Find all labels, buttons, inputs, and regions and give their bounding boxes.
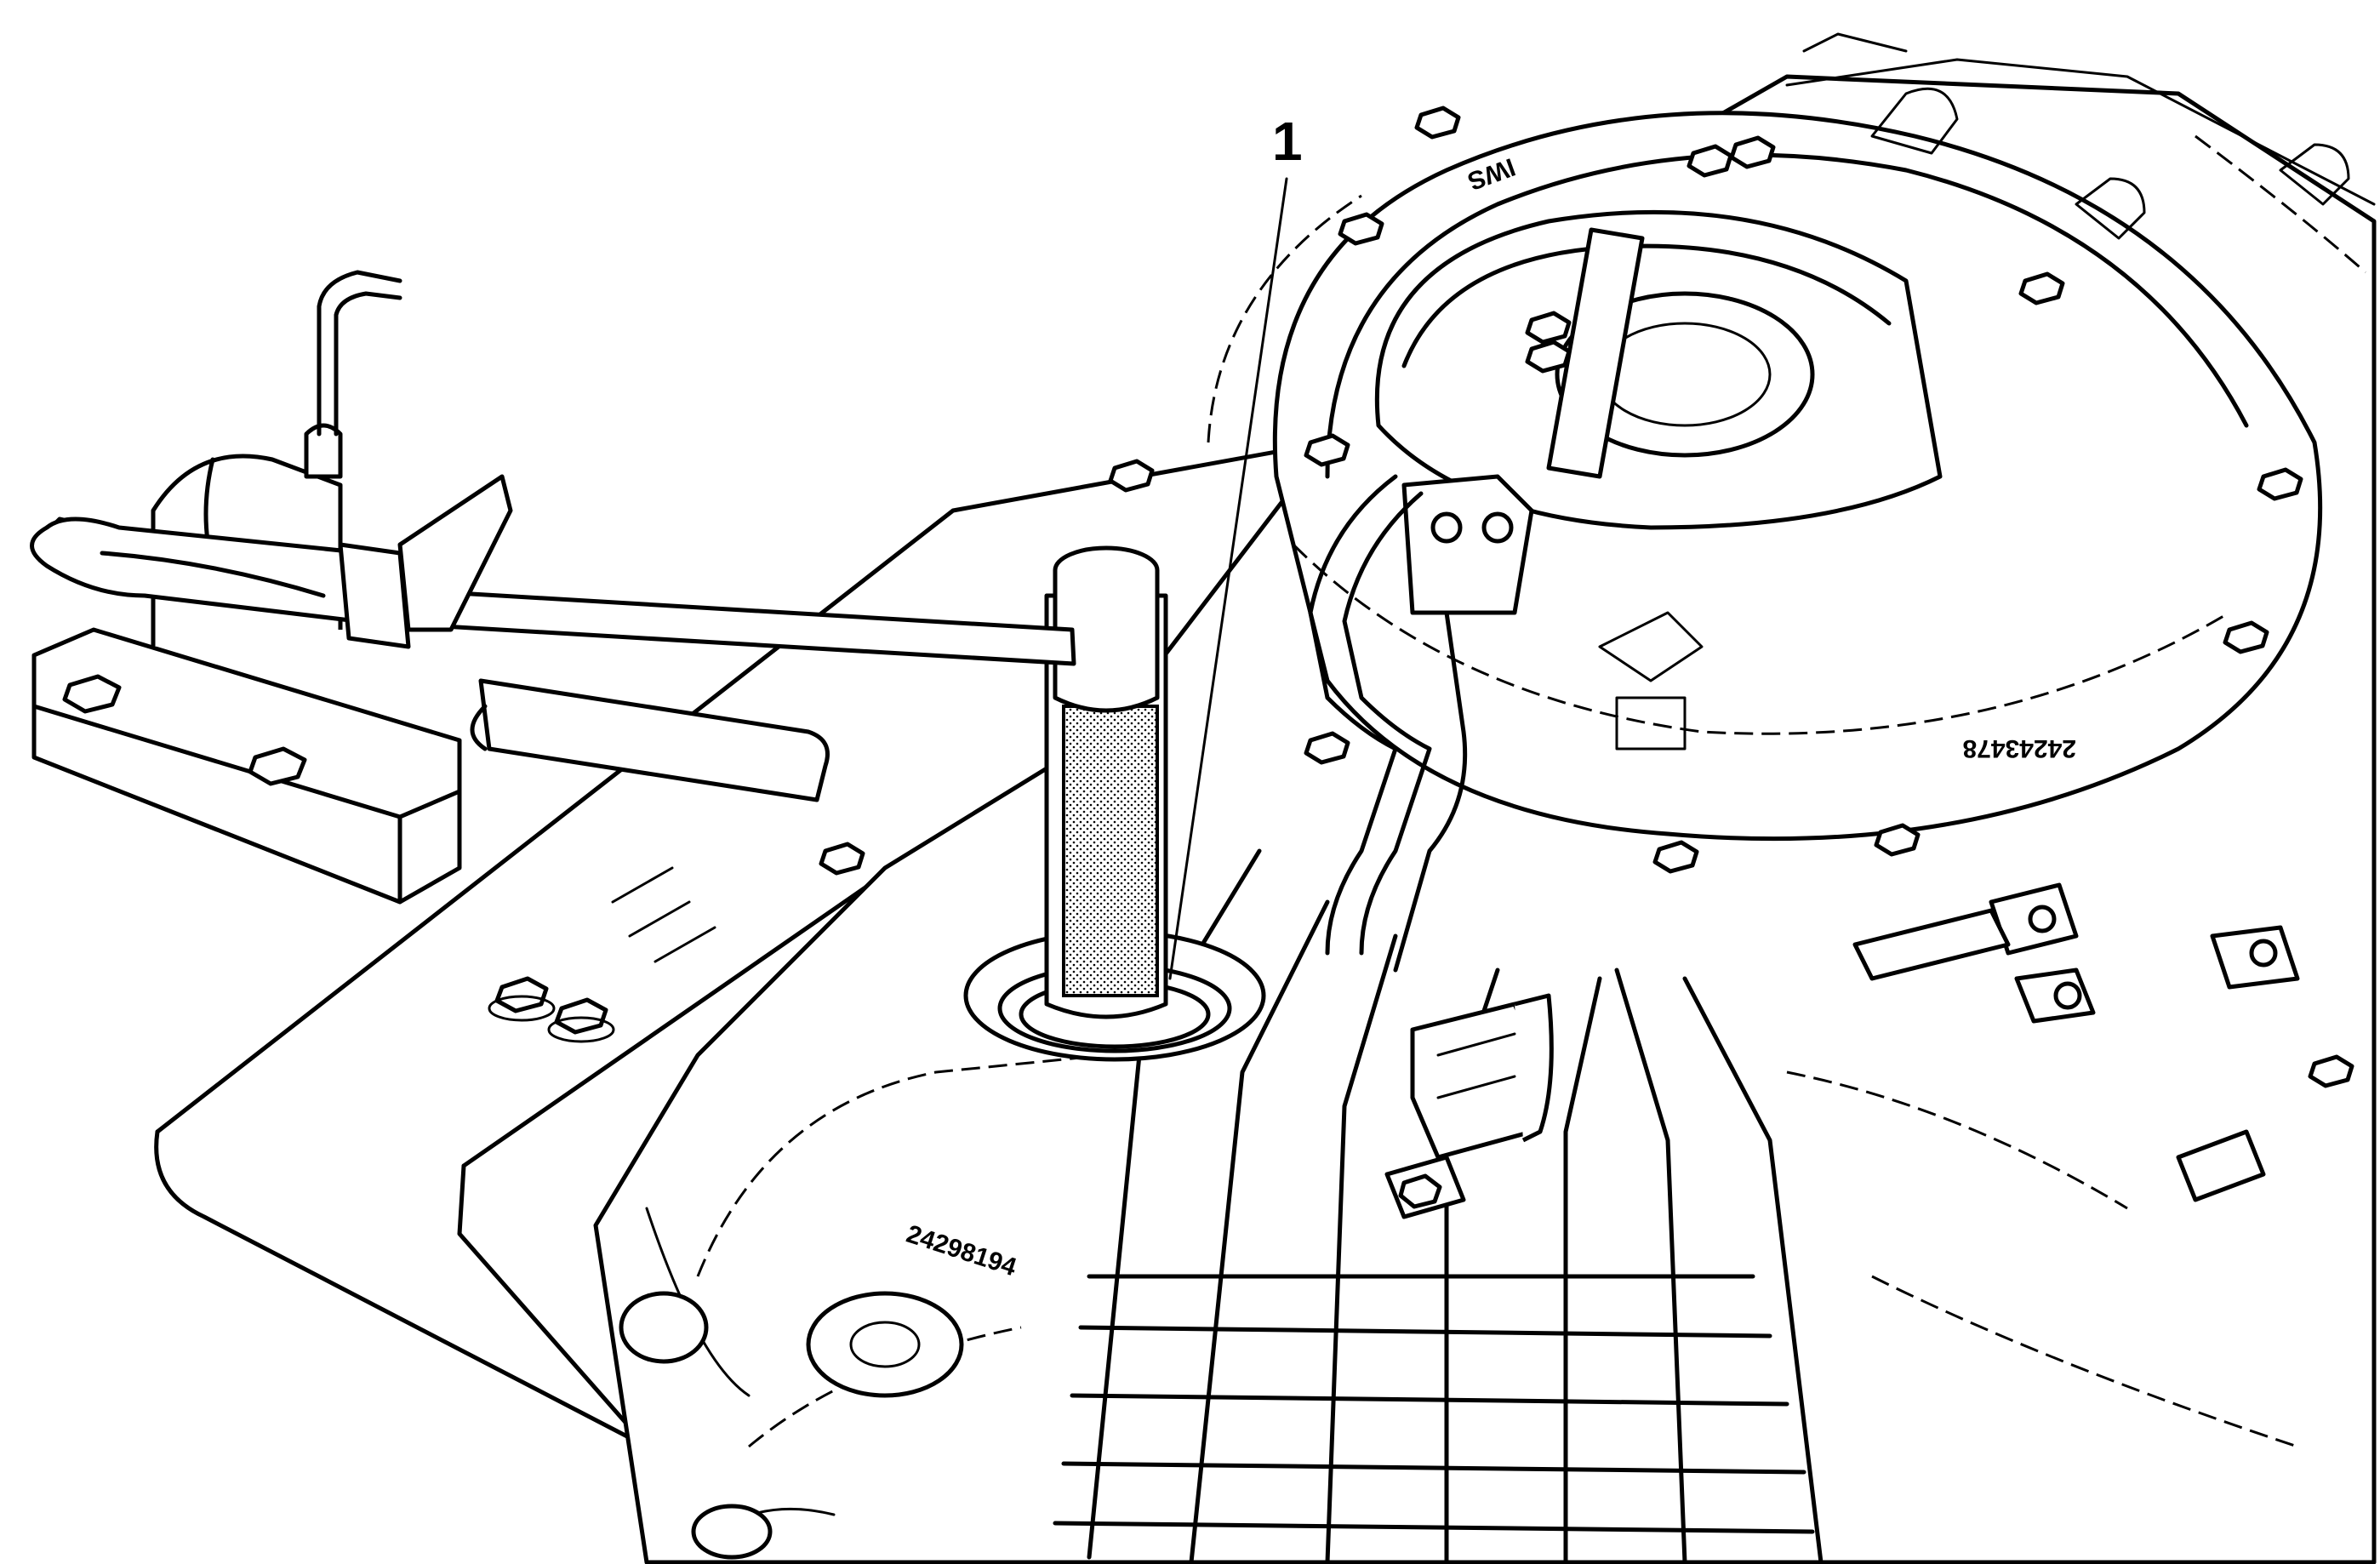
holding-fixture — [31, 270, 830, 1043]
bolt-icon — [1414, 106, 1461, 140]
housing-code-label: 24243478 — [1963, 734, 2076, 762]
bolt-icon — [1652, 840, 1699, 874]
bolt-icon — [1108, 459, 1155, 493]
bolt-icon — [2308, 1054, 2354, 1088]
knurled-grip — [1062, 705, 1159, 997]
seal-installer-tool — [963, 545, 1266, 1062]
fixture-bolt-icon — [62, 674, 307, 786]
bolt-icon — [1338, 212, 1384, 246]
bolt-icon — [1687, 144, 1733, 178]
driver-handle — [30, 474, 1076, 666]
housing-bolts — [819, 106, 2354, 1088]
mounting-lugs — [1852, 87, 2350, 1202]
bolt-icon — [1525, 340, 1572, 374]
bolt-icon — [2223, 620, 2269, 654]
loose-bolt-icon — [488, 976, 615, 1043]
case-boss-icon — [619, 1291, 964, 1560]
bolt-icon — [1729, 135, 1776, 169]
bolt-icon — [819, 842, 865, 876]
bolt-icon — [1304, 731, 1350, 765]
bolt-icon — [1304, 433, 1350, 467]
electrical-connector-icon — [1384, 993, 1554, 1219]
bolt-icon — [2257, 467, 2303, 501]
bolt-icon — [1874, 823, 1921, 857]
callout-1-label: 1 — [1272, 111, 1303, 172]
bolt-icon — [1525, 311, 1572, 345]
callout-1-leader — [1168, 177, 1288, 980]
callout-1: 1 — [1168, 111, 1303, 980]
bolt-icon — [2018, 271, 2065, 305]
